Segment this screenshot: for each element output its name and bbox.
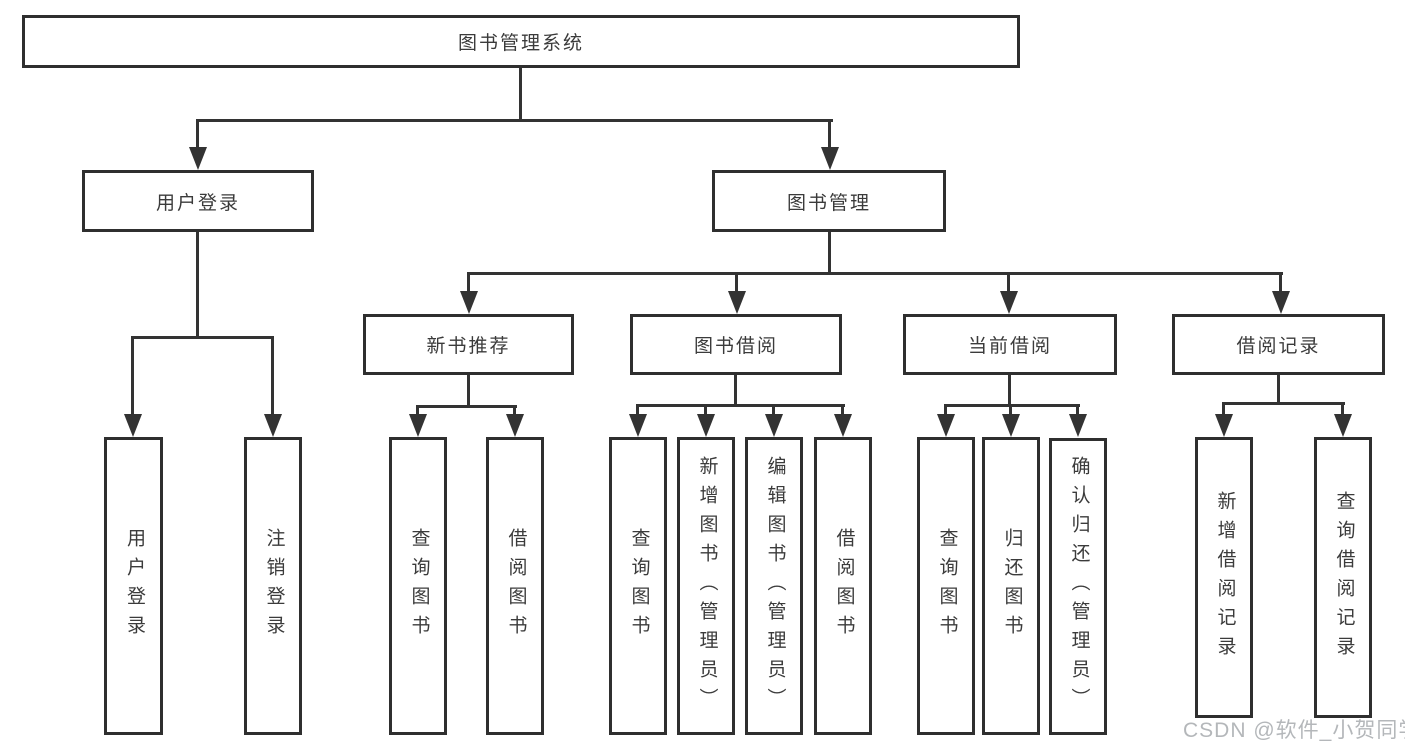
node-user-login-label: 用户登录 — [155, 192, 240, 214]
connector-line — [196, 232, 199, 336]
connector-line — [828, 119, 831, 151]
connector-line — [467, 375, 470, 408]
arrow-down-icon — [765, 414, 783, 437]
node-new-book-recommend-label: 新书推荐 — [426, 336, 511, 357]
connector-line — [416, 405, 419, 417]
connector-line — [1222, 402, 1225, 417]
connector-line — [1279, 272, 1282, 295]
watermark: CSDN @软件_小贺同学 — [1183, 719, 1405, 742]
node-root: 图书管理系统 — [22, 15, 1020, 68]
arrow-down-icon — [189, 147, 207, 170]
leaf-add-borrow-record-label: 新增借阅记录 — [1214, 490, 1236, 665]
leaf-logout: 注销登录 — [244, 437, 302, 735]
connector-line — [636, 404, 845, 407]
arrow-down-icon — [1002, 414, 1020, 437]
node-borrow-records: 借阅记录 — [1172, 314, 1385, 375]
leaf-return-book-label: 归还图书 — [1001, 528, 1023, 644]
node-book-borrow-label: 图书借阅 — [693, 336, 778, 357]
arrow-down-icon — [629, 414, 647, 437]
connector-line — [271, 336, 274, 418]
node-new-book-recommend: 新书推荐 — [363, 314, 574, 375]
arrow-down-icon — [1069, 414, 1087, 437]
arrow-down-icon — [821, 147, 839, 170]
arrow-down-icon — [1215, 414, 1233, 437]
node-book-management: 图书管理 — [712, 170, 946, 232]
connector-line — [1009, 404, 1012, 417]
arrow-down-icon — [834, 414, 852, 437]
leaf-borrow-books-recommend-label: 借阅图书 — [505, 528, 527, 644]
node-current-borrow: 当前借阅 — [903, 314, 1117, 375]
node-user-login: 用户登录 — [82, 170, 314, 232]
connector-line — [772, 404, 775, 417]
node-book-borrow: 图书借阅 — [630, 314, 842, 375]
leaf-query-books-borrow-label: 查询图书 — [628, 528, 650, 644]
leaf-query-borrow-record: 查询借阅记录 — [1314, 437, 1372, 718]
connector-line — [131, 336, 274, 339]
connector-line — [197, 119, 833, 122]
leaf-return-book: 归还图书 — [982, 437, 1040, 735]
connector-line — [1277, 375, 1280, 404]
connector-line — [519, 68, 522, 119]
connector-line — [1008, 375, 1011, 406]
arrow-down-icon — [124, 414, 142, 437]
arrow-down-icon — [460, 291, 478, 314]
leaf-logout-label: 注销登录 — [263, 528, 285, 644]
connector-line — [841, 404, 844, 417]
connector-line — [467, 272, 470, 295]
arrow-down-icon — [409, 414, 427, 437]
leaf-add-borrow-record: 新增借阅记录 — [1195, 437, 1253, 718]
node-current-borrow-label: 当前借阅 — [967, 336, 1052, 357]
leaf-add-book-admin-label: 新增图书（管理员） — [696, 455, 718, 717]
arrow-down-icon — [1000, 291, 1018, 314]
leaf-query-borrow-record-label: 查询借阅记录 — [1333, 490, 1355, 665]
arrow-down-icon — [697, 414, 715, 437]
leaf-edit-book-admin: 编辑图书（管理员） — [745, 437, 803, 735]
leaf-edit-book-admin-label: 编辑图书（管理员） — [764, 455, 786, 717]
node-root-label: 图书管理系统 — [457, 33, 584, 54]
leaf-confirm-return-admin: 确认归还（管理员） — [1049, 438, 1107, 735]
connector-line — [1076, 404, 1079, 417]
connector-line — [734, 375, 737, 406]
leaf-query-books-recommend: 查询图书 — [389, 437, 447, 735]
connector-line — [735, 272, 738, 295]
arrow-down-icon — [264, 414, 282, 437]
leaf-add-book-admin: 新增图书（管理员） — [677, 437, 735, 735]
connector-line — [1222, 402, 1345, 405]
leaf-borrow-books-recommend: 借阅图书 — [486, 437, 544, 735]
arrow-down-icon — [728, 291, 746, 314]
connector-line — [196, 119, 199, 151]
node-book-management-label: 图书管理 — [786, 192, 871, 214]
connector-line — [467, 272, 1283, 275]
leaf-query-books-recommend-label: 查询图书 — [408, 528, 430, 644]
connector-line — [131, 336, 134, 418]
arrow-down-icon — [506, 414, 524, 437]
node-borrow-records-label: 借阅记录 — [1236, 336, 1321, 357]
connector-line — [704, 404, 707, 417]
leaf-user-login: 用户登录 — [104, 437, 163, 735]
connector-line — [944, 404, 1080, 407]
connector-line — [828, 232, 831, 272]
leaf-query-books-current-label: 查询图书 — [936, 528, 958, 644]
connector-line — [636, 404, 639, 417]
connector-line — [1341, 402, 1344, 417]
connector-line — [1007, 272, 1010, 295]
leaf-borrow-books: 借阅图书 — [814, 437, 872, 735]
connector-line — [513, 405, 516, 417]
arrow-down-icon — [937, 414, 955, 437]
connector-line — [416, 405, 517, 408]
arrow-down-icon — [1272, 291, 1290, 314]
leaf-borrow-books-label: 借阅图书 — [833, 528, 855, 644]
leaf-query-books-current: 查询图书 — [917, 437, 975, 735]
leaf-confirm-return-admin-label: 确认归还（管理员） — [1068, 456, 1090, 717]
connector-line — [944, 404, 947, 417]
arrow-down-icon — [1334, 414, 1352, 437]
leaf-user-login-label: 用户登录 — [123, 528, 145, 644]
leaf-query-books-borrow: 查询图书 — [609, 437, 667, 735]
